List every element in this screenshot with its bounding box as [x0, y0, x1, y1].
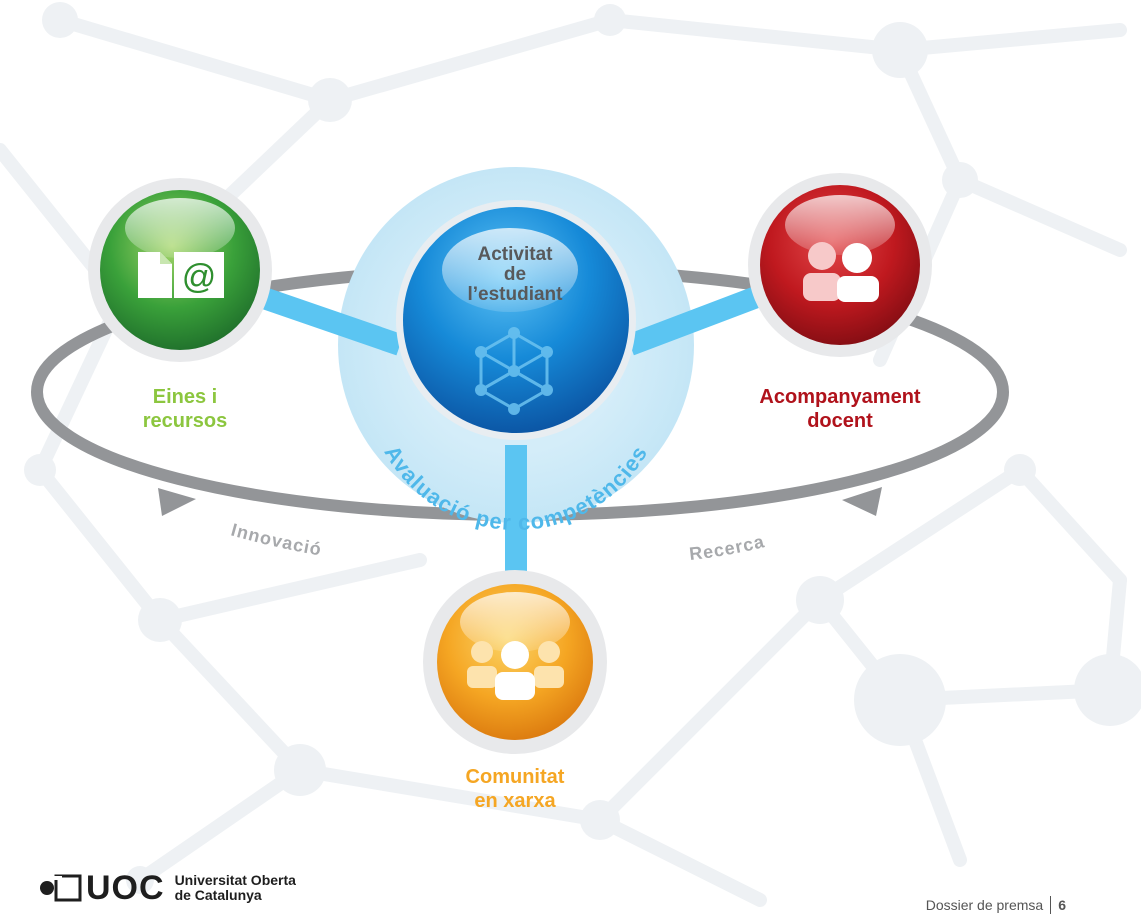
two-people-icon [803, 242, 879, 302]
node-eines-label: Eines i recursos [100, 385, 270, 433]
node-label-line: Acompanyament [759, 386, 921, 408]
cycle-arrowhead-left [158, 488, 196, 516]
center-node [396, 200, 636, 440]
node-label-line: docent [807, 410, 873, 432]
group-people-icon [467, 641, 564, 700]
center-label: Activitat de l’estudiant [430, 245, 600, 305]
center-node-gloss [442, 228, 578, 312]
molecule-cube-icon [475, 327, 553, 415]
node-label-line: recursos [142, 410, 228, 432]
page-separator [1050, 896, 1052, 914]
node-label-line: Comunitat [465, 766, 565, 788]
connectors [251, 279, 779, 590]
center-label-line: Activitat [477, 244, 553, 265]
node-eines-gloss [125, 198, 235, 258]
page-footer: Dossier de premsa 6 [926, 896, 1066, 914]
document-at-icon: @ [138, 252, 224, 298]
node-acompanyament [748, 173, 932, 357]
uoc-logo-word: UOC [86, 868, 165, 907]
node-acompanyament-label: Acompanyament docent [720, 385, 960, 433]
node-eines: @ [88, 178, 272, 362]
cycle-label-recerca: Recerca [688, 531, 767, 564]
uoc-logo-name: Universitat Oberta de Catalunya [175, 873, 296, 903]
node-comunitat-gloss [460, 592, 570, 652]
page-label: Dossier de premsa [925, 897, 1044, 913]
center-label-line: l’estudiant [467, 284, 563, 305]
page-number: 6 [1058, 897, 1066, 913]
node-label-line: en xarxa [474, 790, 556, 812]
svg-text:@: @ [182, 258, 217, 296]
uoc-logo-name-line: Universitat Oberta [174, 872, 296, 888]
center-label-line: de [503, 264, 527, 285]
cycle-label-innovacio: Innovació [229, 520, 324, 560]
node-label-line: Eines i [152, 386, 218, 408]
uoc-logo-mark-icon [40, 874, 82, 902]
node-acompanyament-gloss [785, 195, 895, 255]
node-comunitat [423, 570, 607, 754]
uoc-logo-name-line: de Catalunya [174, 887, 262, 903]
cycle-arrowhead-right [842, 487, 882, 516]
node-comunitat-label: Comunitat en xarxa [420, 765, 610, 813]
uoc-logo: UOC Universitat Oberta de Catalunya [38, 868, 296, 908]
